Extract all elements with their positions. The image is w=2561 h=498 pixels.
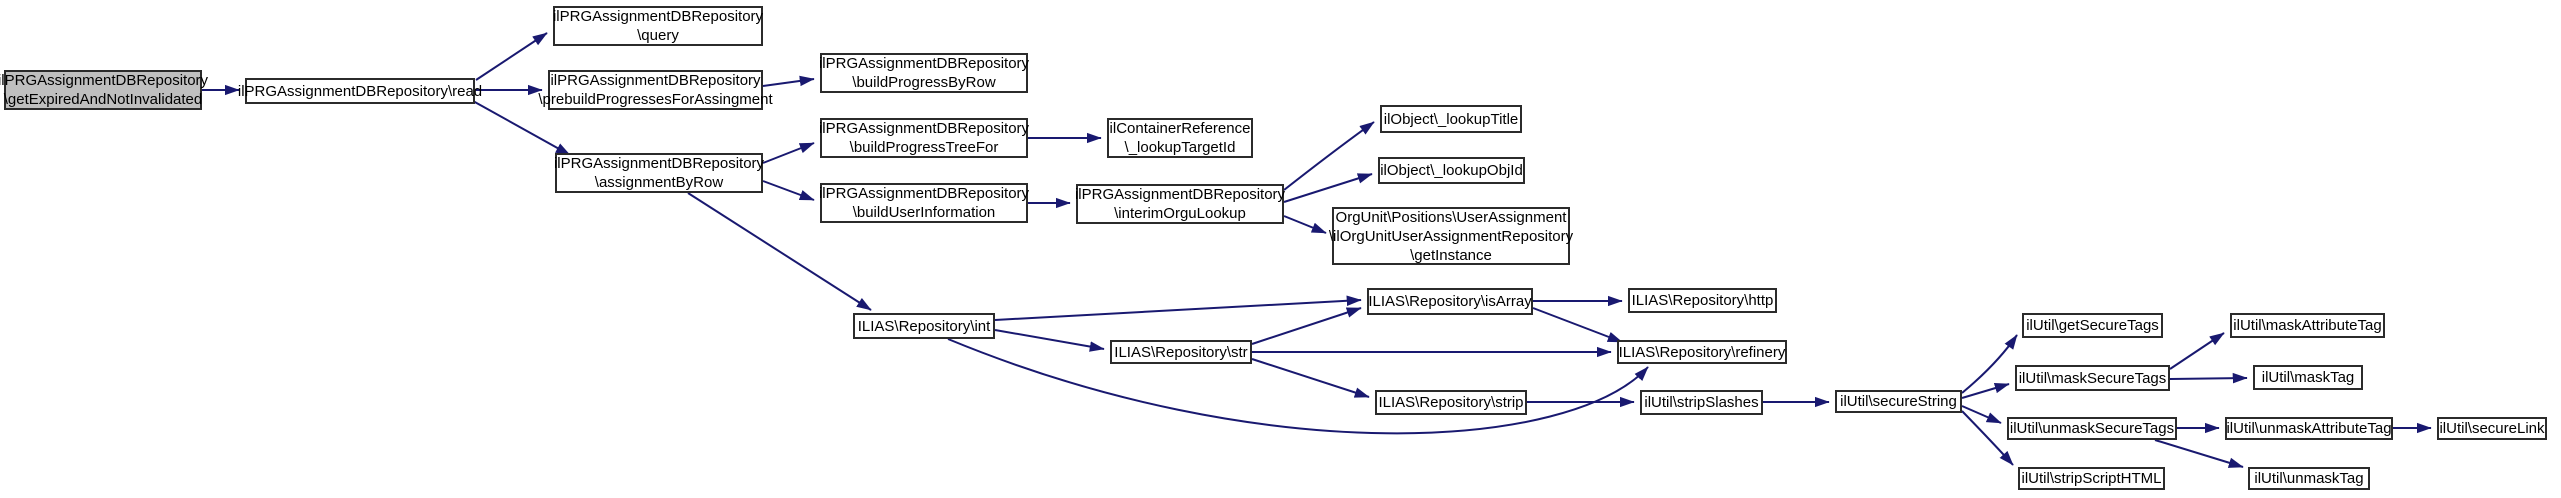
- graph-node-refinery[interactable]: ILIAS\Repository\refinery: [1617, 340, 1787, 364]
- graph-node-int[interactable]: ILIAS\Repository\int: [853, 313, 995, 339]
- graph-edge-prebuildProgressesForAssingment-to-buildProgressByRow: [762, 75, 815, 87]
- node-label-line: \assignmentByRow: [594, 174, 724, 191]
- graph-edge-interimOrguLookup-to-lookupTitle: [1283, 121, 1375, 191]
- node-label-line: ilPRGAssignmentDBRepository: [818, 55, 1030, 72]
- graph-edge-assignmentByRow-to-buildProgressTreeFor: [762, 142, 815, 164]
- node-label-line: ilUtil\stripScriptHTML: [2021, 470, 2162, 487]
- node-label-line: ILIAS\Repository\strip: [1378, 394, 1524, 411]
- graph-edge-secureString-to-maskSecureTags: [1961, 383, 2010, 399]
- graph-edge-int-to-str: [994, 329, 1105, 352]
- graph-node-str[interactable]: ILIAS\Repository\str: [1110, 340, 1252, 364]
- graph-edge-unmaskSecureTags-to-unmaskTag: [2154, 439, 2244, 468]
- graph-node-stripSlashes[interactable]: ilUtil\stripSlashes: [1640, 390, 1763, 415]
- node-label-line: \interimOrguLookup: [1114, 205, 1246, 222]
- graph-edge-assignmentByRow-to-buildUserInformation: [762, 180, 815, 201]
- graph-edge-secureString-to-stripScriptHTML: [1961, 410, 2014, 466]
- node-label-line: ILIAS\Repository\refinery: [1618, 343, 1786, 361]
- node-label-line: \ilOrgUnitUserAssignmentRepository: [1328, 227, 1574, 245]
- graph-node-secureString[interactable]: ilUtil\secureString: [1835, 390, 1962, 413]
- graph-edge-isArray-to-refinery: [1532, 307, 1623, 343]
- graph-node-maskSecureTags[interactable]: ilUtil\maskSecureTags: [2015, 365, 2170, 391]
- graph-edge-secureString-to-unmaskSecureTags: [1961, 405, 2002, 424]
- node-label-line: ilUtil\getSecureTags: [2026, 317, 2159, 334]
- graph-node-strip[interactable]: ILIAS\Repository\strip: [1375, 390, 1527, 415]
- node-label-line: ilUtil\unmaskSecureTags: [2009, 420, 2175, 437]
- graph-node-lookupObjId[interactable]: ilObject\_lookupObjId: [1378, 157, 1525, 184]
- node-label-line: ilPRGAssignmentDBRepository: [552, 8, 764, 25]
- node-label-line: \query: [637, 27, 679, 44]
- graph-node-secureLink[interactable]: ilUtil\secureLink: [2437, 417, 2547, 440]
- node-label-line: ILIAS\Repository\isArray: [1368, 293, 1532, 310]
- graph-node-unmaskTag[interactable]: ilUtil\unmaskTag: [2248, 467, 2370, 490]
- node-label-line: ilPRGAssignmentDBRepository: [0, 72, 209, 89]
- graph-node-unmaskAttributeTag[interactable]: ilUtil\unmaskAttributeTag: [2225, 417, 2393, 440]
- graph-edges: [202, 32, 2432, 468]
- graph-node-lookupTargetId[interactable]: ilContainerReference \_lookupTargetId: [1107, 118, 1253, 158]
- node-label-line: ilUtil\stripSlashes: [1644, 394, 1759, 411]
- graph-node-lookupTitle[interactable]: ilObject\_lookupTitle: [1380, 105, 1522, 133]
- node-label-line: ilUtil\maskAttributeTag: [2233, 317, 2382, 334]
- graph-node-prebuildProgressesForAssingment[interactable]: ilPRGAssignmentDBRepository \prebuildProg…: [538, 70, 773, 110]
- node-label-line: ilPRGAssignmentDBRepository: [553, 155, 765, 172]
- node-label-line: ilUtil\maskSecureTags: [2018, 369, 2167, 387]
- graph-edge-interimOrguLookup-to-orgUnitGetInstance: [1283, 215, 1327, 234]
- node-label-line: ilUtil\secureString: [1840, 393, 1957, 410]
- graph-node-stripScriptHTML[interactable]: ilUtil\stripScriptHTML: [2018, 467, 2165, 490]
- node-label-line: ilContainerReference: [1109, 120, 1251, 137]
- node-label-line: ilPRGAssignmentDBRepository: [818, 185, 1030, 202]
- node-label-line: ilPRGAssignmentDBRepository: [1074, 186, 1286, 203]
- graph-node-http[interactable]: ILIAS\Repository\http: [1628, 288, 1777, 313]
- graph-edge-secureString-to-getSecureTags: [1961, 334, 2018, 394]
- node-label-line: \prebuildProgressesForAssingment: [538, 91, 773, 108]
- graph-edge-str-to-strip: [1251, 358, 1370, 398]
- node-label-line: OrgUnit\Positions\UserAssignment: [1335, 208, 1567, 226]
- node-label-line: ILIAS\Repository\str: [1114, 343, 1248, 361]
- graph-node-buildUserInformation[interactable]: ilPRGAssignmentDBRepository \buildUserInf…: [818, 183, 1030, 223]
- node-label-line: ILIAS\Repository\int: [857, 317, 991, 335]
- graph-node-query[interactable]: ilPRGAssignmentDBRepository \query: [553, 6, 763, 46]
- graph-node-getExpiredAndNotInvalidated[interactable]: ilPRGAssignmentDBRepository \getExpiredAn…: [0, 70, 208, 110]
- node-label-line: ILIAS\Repository\http: [1631, 292, 1774, 309]
- node-label-line: ilObject\_lookupObjId: [1380, 162, 1523, 179]
- node-label-line: \_lookupTargetId: [1124, 139, 1236, 156]
- graph-node-getSecureTags[interactable]: ilUtil\getSecureTags: [2022, 313, 2163, 338]
- graph-node-buildProgressByRow[interactable]: ilPRGAssignmentDBRepository \buildProgres…: [818, 53, 1030, 93]
- graph-node-unmaskSecureTags[interactable]: ilUtil\unmaskSecureTags: [2007, 417, 2177, 440]
- graph-edge-interimOrguLookup-to-lookupObjId: [1283, 173, 1373, 203]
- graph-edge-maskSecureTags-to-maskTag: [2169, 372, 2248, 384]
- graph-edge-int-to-isArray: [994, 295, 1362, 321]
- graph-node-maskTag[interactable]: ilUtil\maskTag: [2253, 365, 2363, 390]
- node-label-line: \getExpiredAndNotInvalidated: [3, 91, 203, 108]
- graph-node-assignmentByRow[interactable]: ilPRGAssignmentDBRepository \assignmentBy…: [553, 153, 765, 193]
- graph-edge-str-to-isArray: [1251, 307, 1362, 345]
- graph-edge-int-to-refinery: [947, 338, 1649, 435]
- node-label-line: \getInstance: [1410, 246, 1492, 264]
- graph-node-interimOrguLookup[interactable]: ilPRGAssignmentDBRepository \interimOrguL…: [1074, 184, 1286, 224]
- node-label-line: ilUtil\unmaskAttributeTag: [2226, 420, 2392, 437]
- node-label-line: \buildProgressTreeFor: [849, 139, 999, 156]
- graph-node-buildProgressTreeFor[interactable]: ilPRGAssignmentDBRepository \buildProgres…: [818, 118, 1030, 158]
- node-label-line: ilObject\_lookupTitle: [1383, 110, 1519, 128]
- node-label-line: ilUtil\maskTag: [2261, 369, 2355, 386]
- node-label-line: \buildProgressByRow: [852, 74, 996, 91]
- node-label-line: ilUtil\unmaskTag: [2254, 470, 2364, 487]
- graph-node-maskAttributeTag[interactable]: ilUtil\maskAttributeTag: [2230, 313, 2385, 338]
- graph-node-orgUnitGetInstance[interactable]: OrgUnit\Positions\UserAssignment\ilOrgUn…: [1328, 207, 1574, 265]
- graph-node-read[interactable]: ilPRGAssignmentDBRepository\read: [238, 78, 482, 104]
- node-label-line: \buildUserInformation: [852, 204, 996, 221]
- graph-edge-read-to-query: [475, 32, 548, 81]
- graph-node-isArray[interactable]: ILIAS\Repository\isArray: [1367, 288, 1533, 315]
- node-label-line: ilUtil\secureLink: [2439, 420, 2545, 437]
- node-label-line: ilPRGAssignmentDBRepository: [818, 120, 1030, 137]
- node-label-line: ilPRGAssignmentDBRepository\read: [237, 82, 483, 100]
- node-label-line: ilPRGAssignmentDBRepository: [550, 72, 761, 89]
- graph-edge-maskSecureTags-to-maskAttributeTag: [2169, 332, 2225, 370]
